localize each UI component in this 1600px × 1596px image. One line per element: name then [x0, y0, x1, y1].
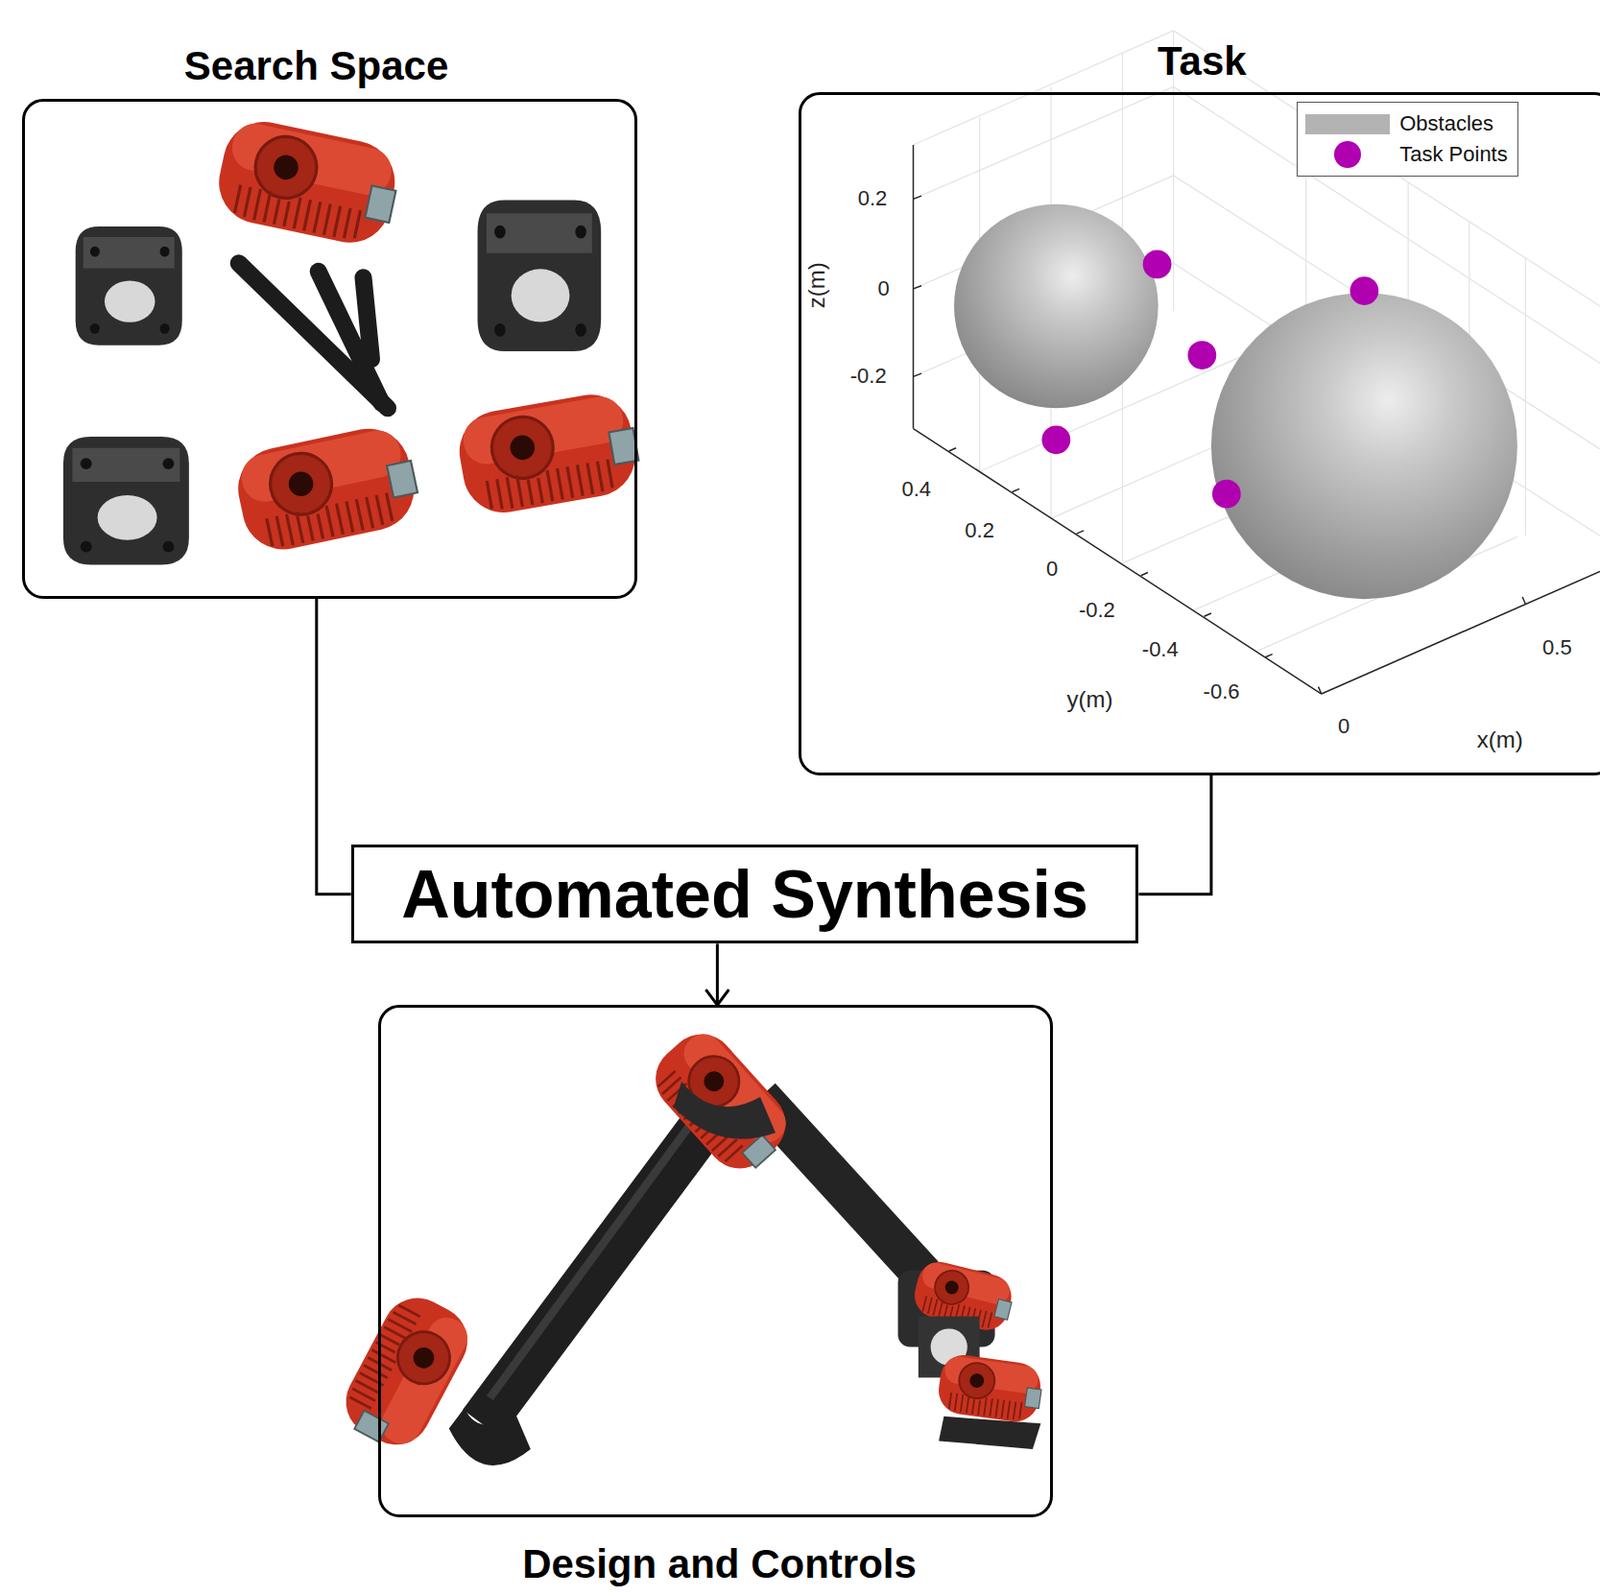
connector-line [1138, 775, 1211, 895]
legend-row: Obstacles [1305, 108, 1508, 140]
plot-legend: ObstaclesTask Points [1296, 101, 1519, 177]
connector [705, 943, 729, 1005]
tick-label: 0.5 [1542, 636, 1573, 660]
legend-text: Obstacles [1399, 111, 1494, 137]
tick-label: 0.4 [901, 477, 932, 502]
tick-label: x(m) [1477, 727, 1524, 753]
box-label: Automated Synthesis [401, 856, 1089, 934]
synthesis-box: Automated Synthesis [351, 844, 1140, 944]
tick-label: -0.4 [1142, 638, 1179, 662]
legend-text: Task Points [1399, 142, 1508, 168]
robot-arm [333, 1020, 1046, 1466]
legend-swatch [1305, 114, 1390, 135]
connector [316, 598, 352, 895]
tick-label: 0 [1337, 715, 1350, 739]
axis-title: z(m) [803, 262, 829, 310]
marker-dot [1334, 141, 1362, 168]
connector [1138, 775, 1211, 895]
tick-label: 0 [878, 277, 890, 301]
connector-line [316, 598, 352, 895]
tick-label: -0.2 [1078, 598, 1116, 622]
panel-title: Task [1157, 38, 1247, 85]
arrow-head [705, 989, 729, 1005]
search-space-panel: Search Space [22, 98, 638, 599]
legend-row: Task Points [1305, 139, 1508, 170]
tick-label: 0.2 [964, 519, 995, 543]
task-panel: Task [798, 92, 1600, 776]
panel-title: Design and Controls [522, 1541, 917, 1588]
tick-label: -0.6 [1203, 680, 1241, 704]
tick-label: 0 [1046, 557, 1058, 581]
panel-title: Search Space [184, 43, 450, 90]
task-plot [913, 30, 1600, 694]
tick-label: 0.2 [858, 187, 888, 211]
search-space-parts [63, 114, 645, 565]
tick-label: y(m) [1066, 687, 1113, 713]
design-panel: Design and Controls [378, 1004, 1053, 1518]
tick-label: -0.2 [850, 364, 887, 388]
connector-line [716, 943, 719, 1005]
legend-marker [1305, 140, 1390, 169]
